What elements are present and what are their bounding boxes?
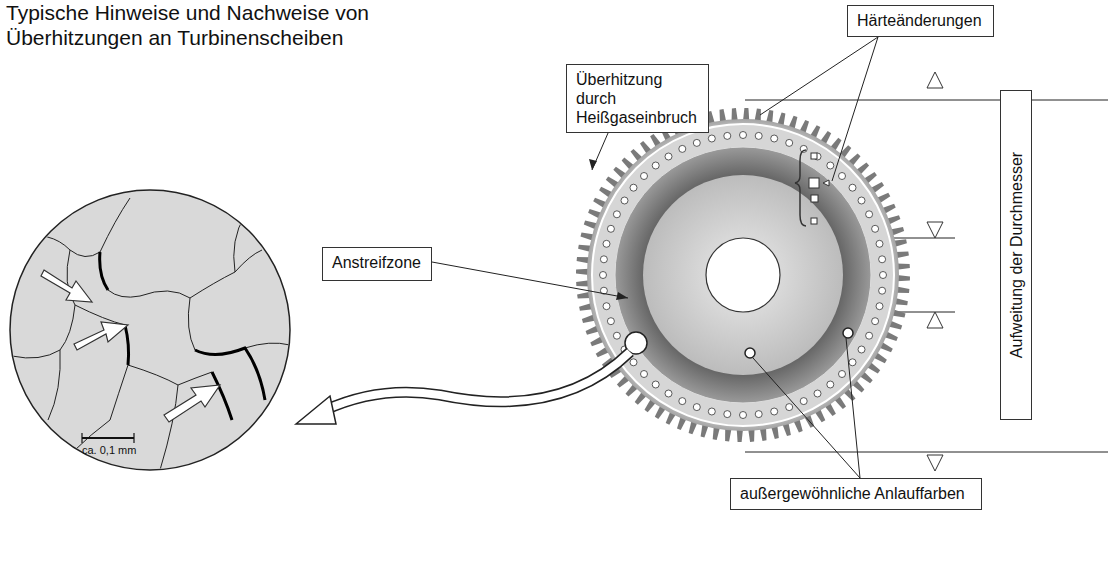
bolt-hole [724,411,731,418]
bolt-hole [665,390,672,397]
bolt-hole [827,381,834,388]
bolt-hole [693,139,700,146]
hardness-marks [795,150,829,226]
disc-bore [706,238,780,312]
bolt-hole [839,371,846,378]
bolt-hole [607,318,614,325]
bolt-hole [786,404,793,411]
scale-bar [82,433,134,443]
bolt-hole [755,411,762,418]
bolt-hole [641,173,648,180]
bolt-hole [708,135,715,142]
disc-teeth [576,108,910,442]
hole-ring [592,124,894,426]
tarnish-spots [625,328,853,358]
rub-ring [615,147,871,403]
disc-rim [587,119,899,431]
bolt-hole [872,225,879,232]
bolt-hole [880,272,887,279]
bolt-hole [872,318,879,325]
bolt-hole [600,272,607,279]
bolt-hole [800,398,807,405]
bolt-hole [858,197,865,204]
bolt-hole [839,173,846,180]
bolt-hole [866,211,873,218]
pointer-arrow [296,352,630,424]
label-box: außergewöhnliche Anlauffarben [730,478,982,510]
grain-boundaries [12,198,290,470]
bolt-hole [849,184,856,191]
bolt-hole [665,153,672,160]
bolt-hole [630,359,637,366]
bolt-hole [879,256,886,263]
disc-hub [643,175,843,375]
leader-lines [432,37,878,478]
bolt-hole [630,184,637,191]
label-text: Überhitzung durch Heißgaseinbruch [576,70,699,127]
bolt-hole [679,398,686,405]
magnified-view [10,190,290,470]
bolt-hole [607,225,614,232]
crack-arrows [41,270,220,422]
dimension-arrows [927,72,943,471]
bolt-hole [724,132,731,139]
bolt-hole [621,197,628,204]
bolt-hole [613,211,620,218]
vertical-label-box: Aufweitung der Durchmesser [1000,90,1032,420]
bolt-hole [866,332,873,339]
label-text: Anstreifzone [332,253,422,272]
bolt-hole [740,412,747,419]
leader-heads [589,159,628,300]
bolt-hole [600,256,607,263]
bolt-hole [879,287,886,294]
label-box: Überhitzung durch Heißgaseinbruch [566,64,709,133]
label-box: Härteänderungen [847,5,994,37]
bolt-hole [771,135,778,142]
bolt-hole [800,145,807,152]
bolt-hole [652,162,659,169]
bolt-holes [600,132,887,419]
bolt-hole [827,162,834,169]
scale-label: ca. 0,1 mm [82,444,136,456]
bolt-hole [740,132,747,139]
bolt-hole [679,145,686,152]
bolt-hole [603,303,610,310]
bolt-hole [876,303,883,310]
bolt-hole [755,132,762,139]
bolt-hole [814,390,821,397]
bolt-hole [641,371,648,378]
diagram-title: Typische Hinweise und Nachweise von Über… [6,0,406,50]
grain-cracks [100,252,265,420]
bolt-hole [876,240,883,247]
bolt-hole [603,240,610,247]
bolt-hole [771,408,778,415]
bolt-hole [858,346,865,353]
label-text: außergewöhnliche Anlauffarben [740,484,972,503]
label-text: Aufweitung der Durchmesser [1007,152,1026,358]
label-box: Anstreifzone [322,247,432,281]
bolt-hole [849,359,856,366]
bolt-hole [708,408,715,415]
bolt-hole [613,332,620,339]
bolt-hole [693,404,700,411]
bolt-hole [786,139,793,146]
bolt-hole [652,381,659,388]
label-text: Härteänderungen [857,11,984,30]
